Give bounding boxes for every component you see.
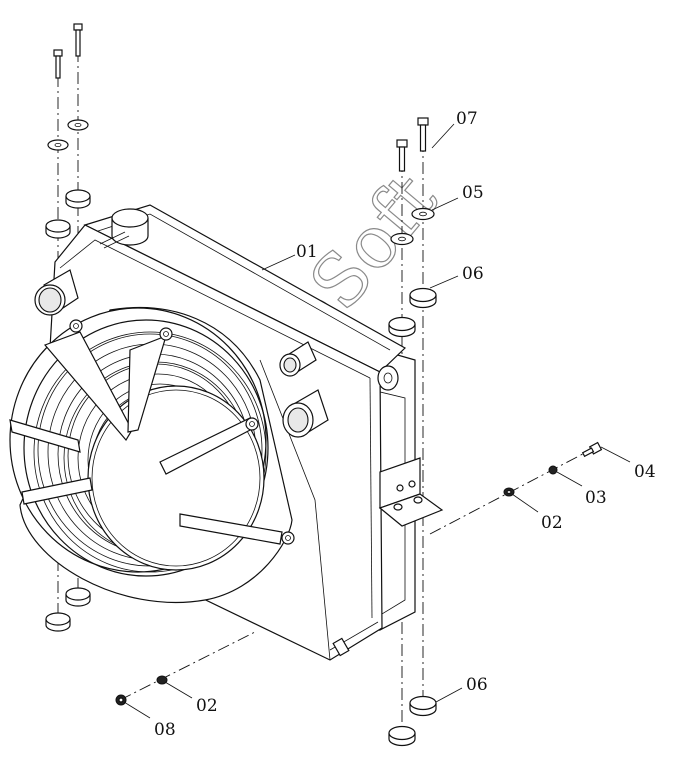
left-rubber-mount-4: [45, 612, 71, 632]
small-pipe-upper: [279, 341, 317, 377]
mounting-bracket: [378, 457, 444, 527]
fan-guard-straps: [9, 331, 283, 545]
right-washer-1: [411, 207, 435, 221]
shroud-bolt-3: [245, 417, 259, 431]
bottom-washer: [156, 675, 168, 685]
left-rubber-mount-2: [45, 219, 71, 239]
shroud-bolt-4: [281, 531, 295, 545]
right-washer-2: [390, 232, 414, 246]
right-rubber-mount-4: [388, 725, 416, 747]
callout-leaders: [123, 123, 631, 719]
shroud-bolt-2: [159, 327, 173, 341]
fan-shroud: [9, 306, 295, 604]
bracket-fastener-set: [429, 441, 603, 535]
outlet-pipe: [282, 389, 329, 438]
inlet-pipe: [34, 269, 79, 316]
label-05: 05: [462, 183, 484, 203]
label-02-bottom: 02: [196, 696, 218, 716]
bottom-fastener-set: [115, 631, 256, 706]
right-rubber-mount-2: [388, 316, 416, 338]
label-08: 08: [154, 720, 176, 740]
label-02-right: 02: [541, 513, 563, 533]
label-07: 07: [456, 109, 478, 129]
label-01: 01: [296, 242, 318, 262]
bracket-nut: [548, 465, 558, 475]
right-bolt-short: [396, 139, 408, 172]
right-bolt-long: [417, 117, 429, 152]
left-rubber-mount-1: [65, 189, 91, 209]
left-bolt-short: [53, 49, 63, 79]
left-rubber-mount-3: [65, 587, 91, 607]
left-mount-stack: [45, 23, 91, 632]
left-bolt-long: [73, 23, 83, 57]
label-06-lower: 06: [466, 675, 488, 695]
left-washer-2: [47, 139, 69, 151]
filler-neck: [99, 208, 149, 249]
shroud-bolt-1: [69, 319, 83, 333]
label-03: 03: [585, 488, 607, 508]
right-rubber-mount-1: [409, 287, 437, 309]
bracket-bolt: [581, 441, 603, 458]
right-rubber-mount-3: [409, 695, 437, 717]
label-04: 04: [634, 462, 656, 482]
callout-labels: 01 07 05 06 06 04 03 02 02 08: [154, 109, 656, 740]
label-06-upper: 06: [462, 264, 484, 284]
left-washer-1: [67, 119, 89, 131]
